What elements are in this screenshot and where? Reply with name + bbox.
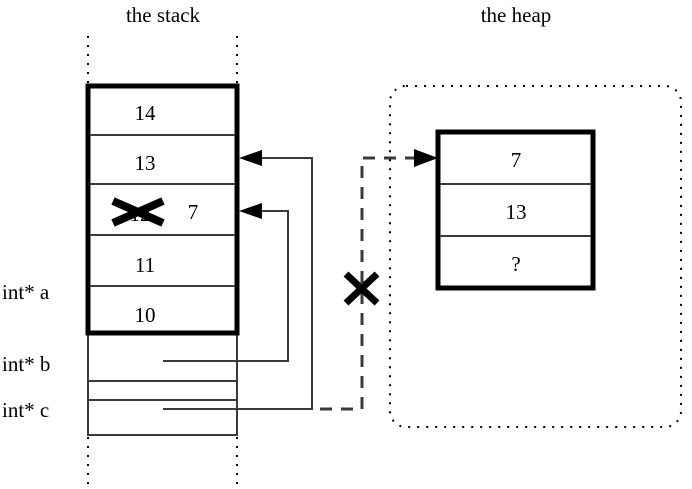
- stack-title: the stack: [126, 3, 201, 27]
- heap-cell-value-1: 13: [506, 200, 527, 224]
- stack-cell-value-0: 14: [135, 101, 157, 125]
- stack-values-box: [85, 83, 240, 336]
- stack-cell-value-1: 13: [135, 151, 156, 175]
- invalidated-pointer-x-icon: [343, 271, 380, 306]
- stack-cell-value-4: 10: [135, 303, 156, 327]
- pointer-a-arrowhead: [414, 149, 438, 167]
- stack-variables-box: [87, 332, 238, 436]
- stack-cell-value-3: 11: [135, 253, 155, 277]
- stack-variable-label-c: int* c: [2, 398, 49, 422]
- stack-cell-value-2-replacement: 7: [188, 200, 199, 224]
- pointer-c-to-stack-cell: [163, 150, 313, 410]
- pointer-a-to-heap-dashed: [320, 149, 438, 411]
- stack-variable-label-b: int* b: [2, 352, 50, 376]
- stack-variable-label-a: int* a: [2, 280, 50, 304]
- pointer-b-to-stack-cell: [163, 203, 289, 362]
- pointer-c-arrowhead: [239, 150, 262, 166]
- heap-cell-value-2: ?: [511, 252, 520, 276]
- heap-cell-value-0: 7: [511, 148, 522, 172]
- pointer-b-arrowhead: [239, 203, 262, 219]
- heap-title: the heap: [481, 3, 552, 27]
- struck-value-x-icon: [111, 197, 165, 227]
- heap-block: [435, 129, 596, 291]
- heap-region-boundary: [389, 85, 682, 428]
